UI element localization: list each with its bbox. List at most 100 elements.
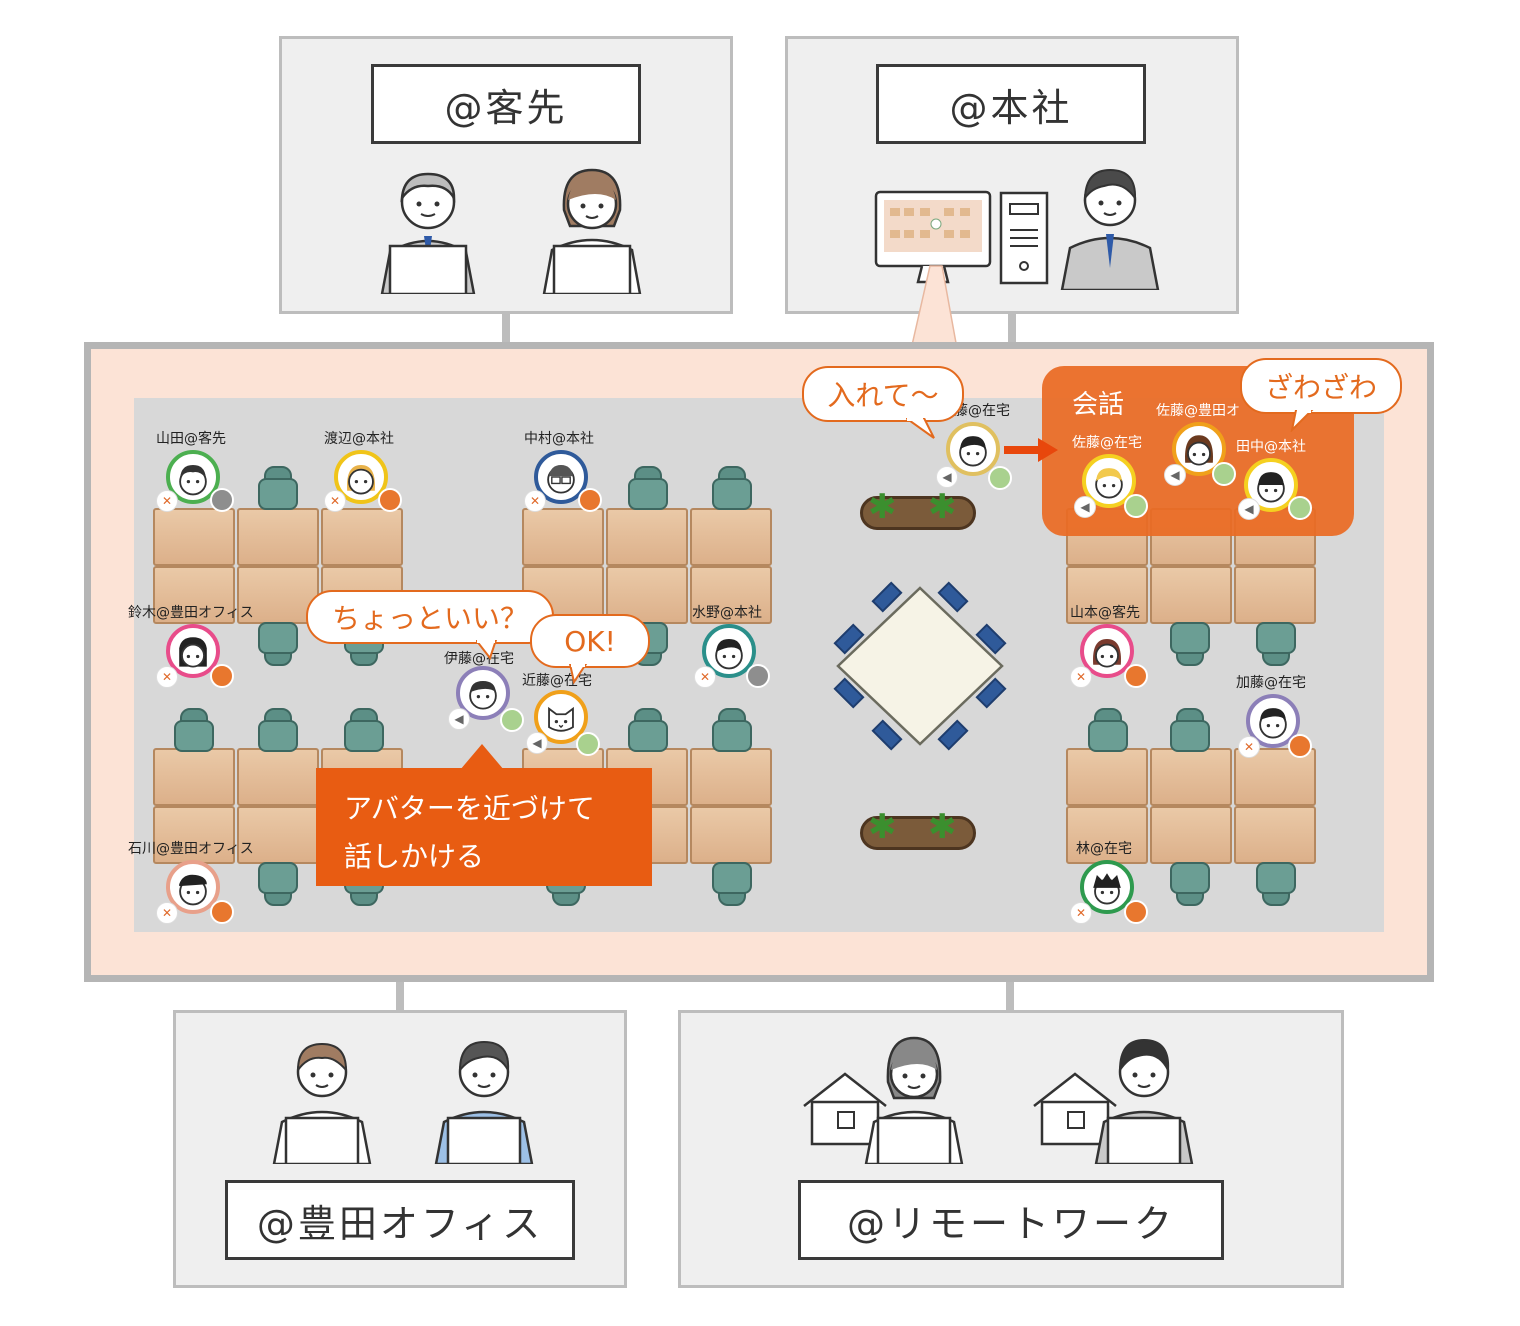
connector-toyota — [396, 980, 404, 1012]
desk — [237, 508, 319, 566]
avatar-sato-toyota[interactable] — [1172, 422, 1226, 476]
avatar-name-mizuno: 水野@本社 — [692, 605, 762, 621]
desk — [1066, 806, 1148, 864]
callout-pointer — [460, 744, 504, 770]
status-dot — [500, 708, 524, 732]
desk — [153, 748, 235, 806]
status-dot — [578, 488, 602, 512]
planter — [860, 496, 976, 530]
hq-label: @本社 — [876, 64, 1146, 144]
chair — [712, 466, 752, 510]
bubble-tail — [1290, 410, 1314, 432]
desk — [1234, 806, 1316, 864]
connector-client — [502, 314, 510, 344]
mic-muted-icon[interactable]: ✕ — [1070, 902, 1092, 924]
speaker-icon[interactable]: ◀ — [1074, 496, 1096, 518]
desk — [1150, 748, 1232, 806]
mic-muted-icon[interactable]: ✕ — [324, 490, 346, 512]
status-dot — [1212, 462, 1236, 486]
toyota-label: @豊田オフィス — [225, 1180, 575, 1260]
bubble-tail — [476, 640, 498, 660]
toyota-worker-blue-illustration — [434, 1040, 534, 1164]
avatar-name-watanabe: 渡辺@本社 — [324, 431, 394, 447]
speaker-icon[interactable]: ◀ — [936, 466, 958, 488]
mic-muted-icon[interactable]: ✕ — [156, 666, 178, 688]
chair — [1170, 622, 1210, 666]
avatar-name-tanaka: 田中@本社 — [1236, 439, 1306, 455]
remote-label: @リモートワーク — [798, 1180, 1224, 1260]
avatar-name-nakamura: 中村@本社 — [524, 431, 594, 447]
status-dot — [378, 488, 402, 512]
avatar-name-kato: 加藤@在宅 — [1236, 675, 1306, 691]
desk — [1150, 806, 1232, 864]
avatar-watanabe[interactable] — [334, 450, 388, 504]
chair — [1256, 862, 1296, 906]
hq-tower-pc-illustration — [999, 191, 1049, 285]
status-dot — [210, 488, 234, 512]
conversation-group-label: 会話 — [1072, 390, 1125, 420]
client-businessman-illustration — [380, 172, 476, 294]
desk — [1066, 566, 1148, 624]
desk — [690, 748, 772, 806]
callout-line-1: アバターを近づけて — [344, 792, 595, 825]
desk — [321, 508, 403, 566]
avatar-name-yamamoto: 山本@客先 — [1070, 605, 1140, 621]
avatar-joiner[interactable] — [946, 422, 1000, 476]
avatar-name-sato-home: 佐藤@在宅 — [1072, 435, 1142, 451]
avatar-name-yamada: 山田@客先 — [156, 431, 226, 447]
connector-remote — [1006, 980, 1014, 1012]
status-dot — [746, 664, 770, 688]
status-dot — [576, 732, 600, 756]
mic-muted-icon[interactable]: ✕ — [1238, 736, 1260, 758]
bubble-tail — [906, 418, 935, 439]
chair — [258, 466, 298, 510]
desk — [690, 806, 772, 864]
desk — [522, 508, 604, 566]
speaker-icon[interactable]: ◀ — [1238, 498, 1260, 520]
chair — [628, 708, 668, 752]
chair — [1170, 708, 1210, 752]
avatar-ito[interactable] — [456, 666, 510, 720]
house-icon — [803, 1072, 887, 1146]
plant-icon: ✱ — [928, 807, 957, 847]
speaker-icon[interactable]: ◀ — [1164, 464, 1186, 486]
chair — [258, 708, 298, 752]
status-dot — [210, 900, 234, 924]
status-dot — [1288, 496, 1312, 520]
status-dot — [1288, 734, 1312, 758]
speech-bubble-zawazawa: ざわざわ — [1240, 358, 1402, 414]
mic-muted-icon[interactable]: ✕ — [156, 490, 178, 512]
avatar-name-ishikawa: 石川@豊田オフィス — [128, 841, 254, 857]
chair — [1256, 622, 1296, 666]
mic-muted-icon[interactable]: ✕ — [694, 666, 716, 688]
callout-line-2: 話しかける — [344, 840, 485, 873]
avatar-name-ito: 伊藤@在宅 — [444, 651, 514, 667]
chair — [174, 708, 214, 752]
speech-bubble-ok: OK! — [530, 614, 650, 668]
desk — [153, 508, 235, 566]
chair — [1170, 862, 1210, 906]
desk — [690, 566, 772, 624]
avatar-name-suzuki: 鈴木@豊田オフィス — [128, 605, 254, 621]
speaker-icon[interactable]: ◀ — [448, 708, 470, 730]
mic-muted-icon[interactable]: ✕ — [524, 490, 546, 512]
chair — [344, 708, 384, 752]
status-dot — [988, 466, 1012, 490]
status-dot — [1124, 494, 1148, 518]
mic-muted-icon[interactable]: ✕ — [156, 902, 178, 924]
toyota-worker-illustration — [272, 1042, 372, 1164]
plant-icon: ✱ — [928, 487, 957, 527]
planter — [860, 816, 976, 850]
speech-bubble-chotto: ちょっといい？ — [306, 590, 554, 644]
projection-cone — [909, 265, 959, 354]
avatar-name-sato-toyota: 佐藤@豊田オ — [1156, 403, 1240, 419]
plant-icon: ✱ — [868, 807, 897, 847]
chair — [258, 862, 298, 906]
mic-muted-icon[interactable]: ✕ — [1070, 666, 1092, 688]
desk — [606, 508, 688, 566]
client-woman-illustration — [542, 168, 642, 294]
avatar-name-joiner: 藤@在宅 — [954, 403, 1010, 419]
connector-hq — [1008, 314, 1016, 344]
speaker-icon[interactable]: ◀ — [526, 732, 548, 754]
client-label: @客先 — [371, 64, 641, 144]
